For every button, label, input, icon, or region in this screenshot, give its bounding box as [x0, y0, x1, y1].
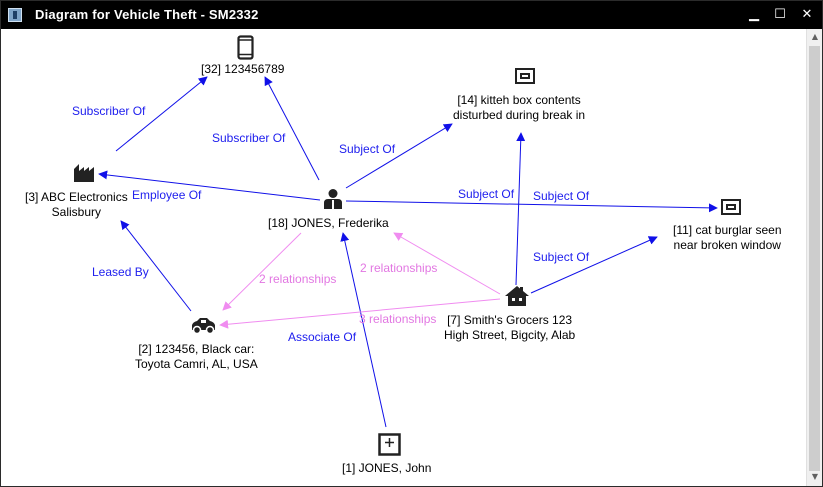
edge-label-rel-grocers-fred[interactable]: 2 relationships	[360, 261, 438, 275]
document-icon[interactable]	[514, 67, 536, 85]
edge-label-subject-kitteh[interactable]: Subject Of	[339, 142, 396, 156]
node-label-phone[interactable]: [32] 123456789	[201, 62, 285, 76]
node-label-frederika[interactable]: [18] JONES, Frederika	[268, 216, 389, 230]
edge-label-subscriber-abc[interactable]: Subscriber Of	[72, 104, 146, 118]
node-label-abc[interactable]: [3] ABC Electronics Salisbury	[25, 190, 128, 220]
app-icon	[8, 8, 22, 22]
edge-abc-phone	[115, 76, 208, 152]
edge-grocers-fred	[393, 232, 501, 295]
node-label-line: [2] 123456, Black car:	[138, 342, 255, 356]
edge-fred-kitteh	[345, 123, 453, 189]
edge-john-fred	[340, 232, 387, 428]
node-label-line: Salisbury	[51, 205, 102, 219]
edge-grocers-car	[219, 298, 501, 329]
edge-label-subject-cat-1[interactable]: Subject Of	[458, 187, 515, 201]
edge-fred-phone	[264, 76, 320, 181]
edge-label-subject-cat-2[interactable]: Subject Of	[533, 189, 590, 203]
close-button[interactable]: ✕	[801, 7, 813, 22]
associate-icon[interactable]	[378, 433, 401, 456]
edge-label-rel-car-fred[interactable]: 2 relationships	[259, 272, 337, 286]
edge-label-subject-cat-3[interactable]: Subject Of	[533, 250, 590, 264]
node-label-line: High Street, Bigcity, Alab	[444, 328, 576, 342]
edge-label-associate[interactable]: Associate Of	[288, 330, 357, 344]
title-bar[interactable]: Diagram for Vehicle Theft - SM2332 ▁ ☐ ✕	[1, 1, 822, 29]
node-label-john[interactable]: [1] JONES, John	[342, 461, 432, 475]
node-label-line: disturbed during break in	[453, 108, 586, 122]
edge-label-subscriber-fred[interactable]: Subscriber Of	[212, 131, 286, 145]
edge-car-abc	[120, 220, 192, 312]
phone-icon[interactable]	[237, 35, 254, 60]
node-label-catburglar[interactable]: [11] cat burglar seen near broken window	[673, 223, 782, 253]
person-icon[interactable]	[322, 188, 344, 210]
node-label-line: near broken window	[673, 238, 781, 252]
node-label-line: [14] kitteh box contents	[457, 93, 581, 107]
edge-label-leased[interactable]: Leased By	[92, 265, 149, 279]
window-title: Diagram for Vehicle Theft - SM2332	[35, 7, 259, 22]
scroll-thumb[interactable]	[809, 46, 820, 471]
edge-fred-catburglar	[345, 200, 718, 213]
edge-label-rel-grocers-car[interactable]: 3 relationships	[359, 312, 437, 326]
factory-icon[interactable]	[73, 163, 95, 183]
node-label-line: [11] cat burglar seen	[673, 223, 782, 237]
node-label-grocers[interactable]: [7] Smith's Grocers 123 High Street, Big…	[444, 313, 575, 343]
diagram-canvas[interactable]: [32] 123456789 [14] kitteh box contents …	[1, 29, 806, 486]
vertical-scrollbar[interactable]: ▲ ▼	[806, 29, 822, 486]
car-icon[interactable]	[189, 317, 217, 335]
node-label-line: [7] Smith's Grocers 123	[447, 313, 573, 327]
node-label-line: Toyota Camri, AL, USA	[135, 357, 258, 371]
minimize-button[interactable]: ▁	[749, 7, 759, 22]
edge-label-employee[interactable]: Employee Of	[132, 188, 202, 202]
edge-fred-abc	[98, 170, 321, 201]
node-label-kitteh[interactable]: [14] kitteh box contents disturbed durin…	[453, 93, 585, 123]
node-label-line: [3] ABC Electronics	[25, 190, 128, 204]
maximize-button[interactable]: ☐	[774, 7, 786, 22]
scroll-up-arrow[interactable]: ▲	[811, 32, 819, 41]
edge-grocers-kitteh	[515, 132, 526, 286]
scroll-down-arrow[interactable]: ▼	[811, 472, 819, 481]
edge-car-fred	[222, 232, 302, 311]
node-label-car[interactable]: [2] 123456, Black car: Toyota Camri, AL,…	[135, 342, 258, 372]
document-icon[interactable]	[720, 198, 742, 216]
edge-grocers-catburglar	[530, 236, 658, 294]
house-icon[interactable]	[504, 285, 530, 307]
edges-layer	[98, 76, 718, 428]
